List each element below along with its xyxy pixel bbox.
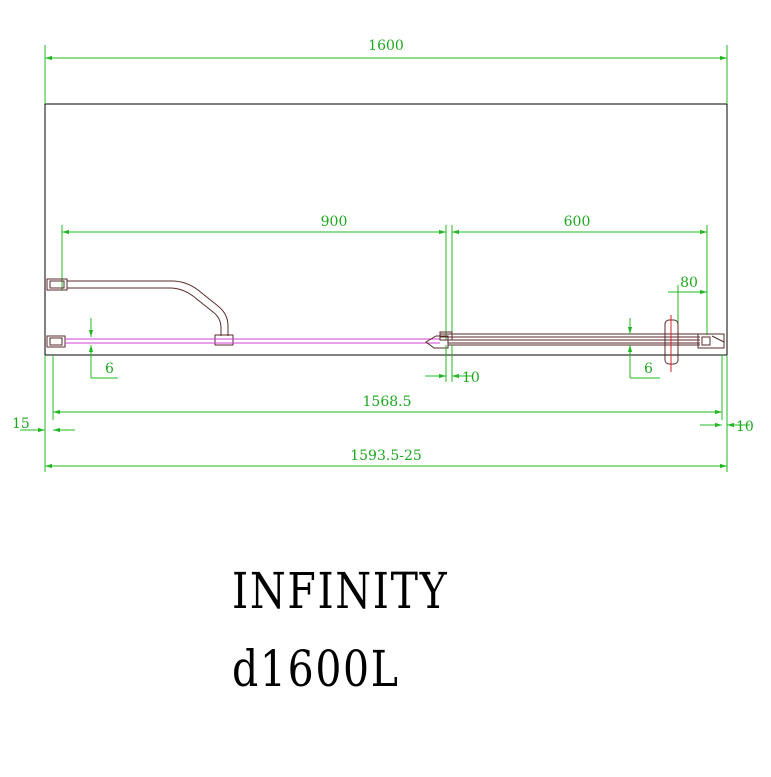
- dim-offset-right: 80: [668, 275, 707, 330]
- label-offset-right: 80: [680, 275, 698, 291]
- dim-wall-profile-left: 15: [12, 355, 75, 472]
- model-name: INFINITY: [232, 562, 449, 620]
- dim-fixed-panel: 900: [61, 214, 447, 340]
- dim-adjustable-range: 1593.5-25: [45, 448, 727, 469]
- label-fixed-panel: 900: [321, 214, 348, 230]
- dim-glass-offset-left: 6: [88, 318, 118, 379]
- label-door-panel: 600: [564, 214, 591, 230]
- model-code: d1600L: [232, 640, 400, 698]
- label-adjustable-range: 1593.5-25: [350, 448, 422, 464]
- dim-glass-offset-right: 6: [627, 318, 660, 379]
- dim-wall-profile-right: 10: [700, 355, 754, 472]
- sliding-door: [425, 315, 725, 372]
- dim-inner-span: 1568.5: [52, 355, 723, 420]
- label-inner-span: 1568.5: [363, 394, 412, 410]
- dim-gap-center: 10: [425, 345, 480, 386]
- label-overall-width: 1600: [368, 38, 404, 54]
- dim-overall-width: 1600: [44, 38, 728, 104]
- glass-fixed-panel: [65, 338, 440, 344]
- dim-door-panel: 600: [451, 214, 708, 340]
- label-gap-center: 10: [462, 370, 480, 386]
- label-wall-profile-left: 15: [12, 416, 30, 432]
- label-glass-offset-right: 6: [644, 361, 653, 377]
- label-wall-profile-right: 10: [736, 419, 754, 435]
- enclosure-outline: [44, 103, 728, 356]
- left-hardware: [46, 278, 234, 348]
- label-glass-offset-left: 6: [105, 361, 114, 377]
